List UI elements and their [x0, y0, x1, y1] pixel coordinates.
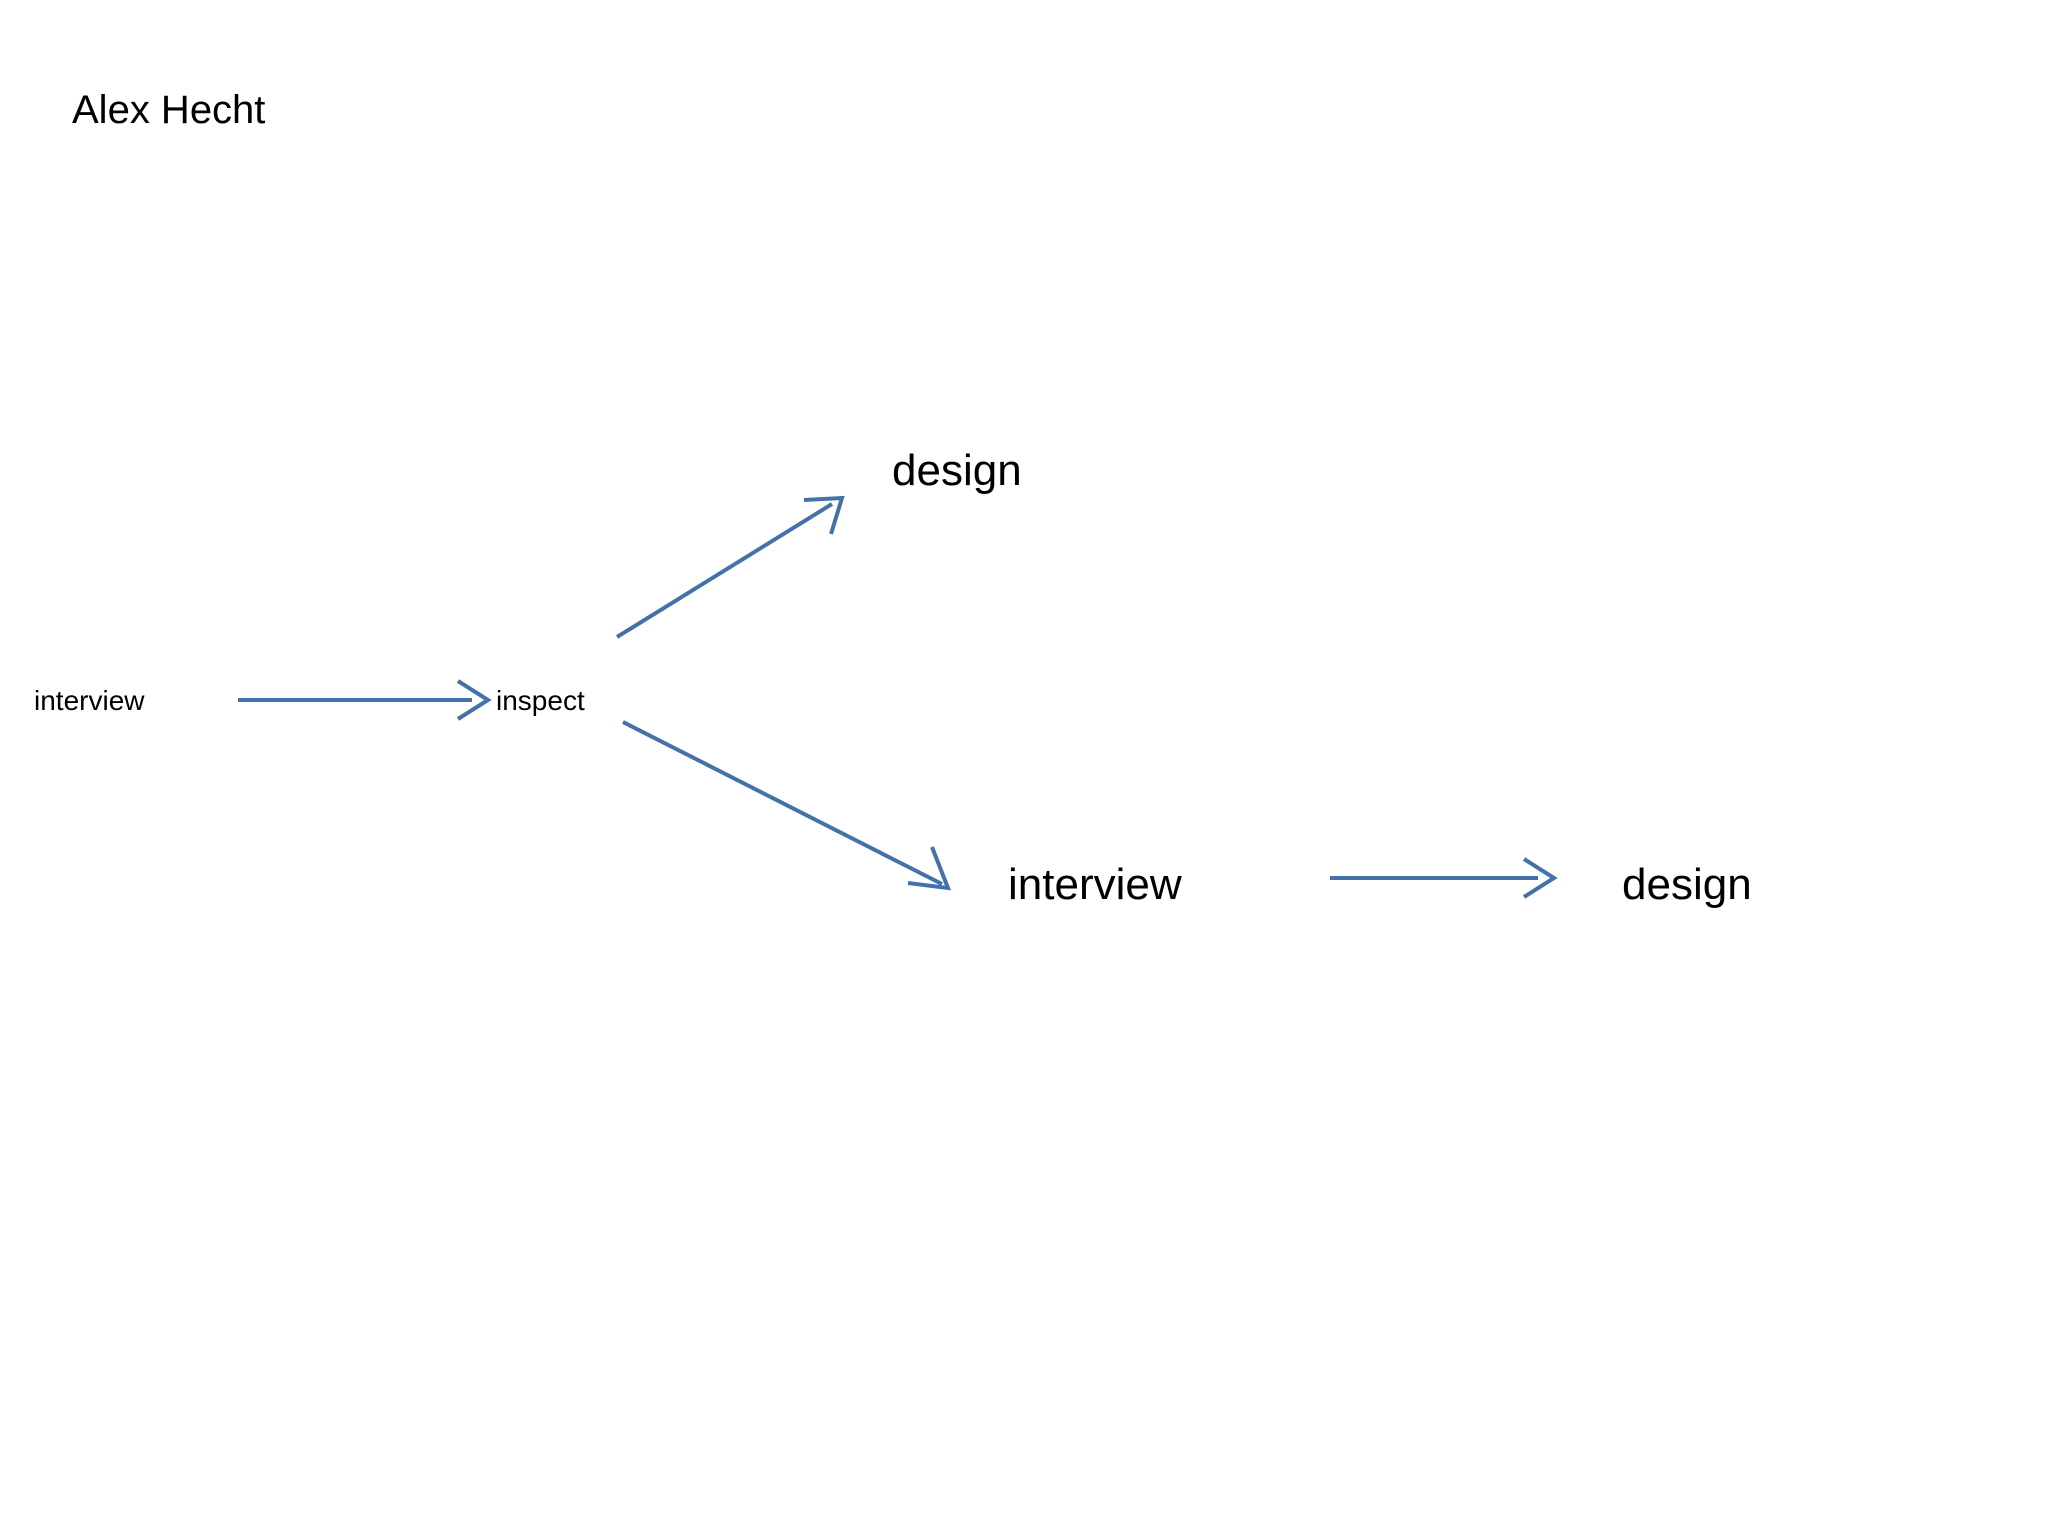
- edge-inspect-to-interview: [622, 720, 952, 891]
- page-title: Alex Hecht: [72, 88, 266, 132]
- edge-interview-to-design: [1330, 857, 1558, 899]
- edge-line: [615, 502, 834, 639]
- edge-inspect-to-design: [615, 495, 845, 639]
- node-interview-mid[interactable]: interview: [1008, 860, 1182, 909]
- node-inspect[interactable]: inspect: [496, 685, 585, 716]
- node-design-top[interactable]: design: [892, 446, 1022, 495]
- edge-line: [622, 720, 943, 886]
- arrowhead-icon: [1522, 857, 1558, 899]
- arrowhead-icon: [456, 679, 492, 721]
- node-design-end[interactable]: design: [1622, 860, 1752, 909]
- node-interview-start[interactable]: interview: [34, 685, 145, 716]
- arrowhead-icon: [803, 495, 845, 535]
- arrowhead-icon: [907, 846, 952, 891]
- edge-interview-to-inspect: [238, 679, 492, 721]
